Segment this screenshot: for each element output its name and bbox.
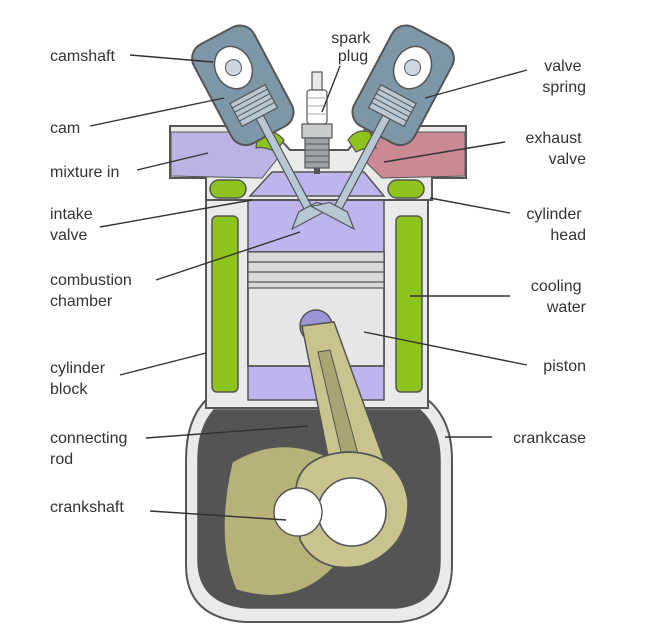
leader-crankshaft <box>149 510 287 521</box>
leader-camshaft <box>129 54 214 63</box>
leader-cam <box>89 97 225 127</box>
label-crankcase: crankcase <box>513 430 586 447</box>
leader-intake-valve <box>99 199 253 228</box>
label-connecting-rod: connecting rod <box>50 430 132 468</box>
exhaust-valve-head <box>309 201 356 231</box>
label-combustion-chamber: combustion chamber <box>50 272 136 310</box>
label-cylinder-block: cylinder block <box>50 360 110 398</box>
leader-cylinder-head <box>429 197 511 214</box>
coolant-head-right-lower <box>387 179 425 199</box>
label-piston: piston <box>543 358 586 375</box>
intake-valve-assembly <box>191 24 337 231</box>
spark-plug <box>301 71 333 174</box>
leader-spark-plug <box>321 65 341 113</box>
connecting-rod <box>273 321 409 569</box>
coolant-channel-right <box>395 215 423 393</box>
leader-combustion-chamber <box>155 231 301 281</box>
label-intake-valve: intake valve <box>50 206 97 244</box>
label-valve-spring: valve spring <box>542 58 586 96</box>
label-cylinder-head: cylinder head <box>526 206 586 244</box>
leader-lines <box>89 54 528 521</box>
leader-valve-spring <box>424 69 528 99</box>
label-crankshaft: crankshaft <box>50 499 124 516</box>
leader-connecting-rod <box>145 425 309 439</box>
label-cooling-water: cooling water <box>531 278 587 316</box>
label-mixture-in: mixture in <box>50 164 119 181</box>
coolant-channel-left <box>211 215 239 393</box>
crankshaft-main <box>273 487 323 537</box>
labels: camshaft spark plug valve spring cam exh… <box>50 30 587 516</box>
label-camshaft: camshaft <box>50 48 115 65</box>
label-exhaust-valve: exhaust valve <box>526 130 587 168</box>
crank-journal <box>317 477 387 547</box>
label-cam: cam <box>50 120 80 137</box>
exhaust-valve-assembly <box>309 24 455 231</box>
label-spark-plug: spark plug <box>331 30 375 65</box>
combustion-chamber-dome <box>248 171 386 197</box>
leader-mixture-in <box>136 152 209 171</box>
leader-exhaust-valve <box>383 141 506 163</box>
leader-cylinder-block <box>119 352 207 376</box>
leader-piston <box>363 331 528 366</box>
coolant-head-left-lower <box>209 179 247 199</box>
